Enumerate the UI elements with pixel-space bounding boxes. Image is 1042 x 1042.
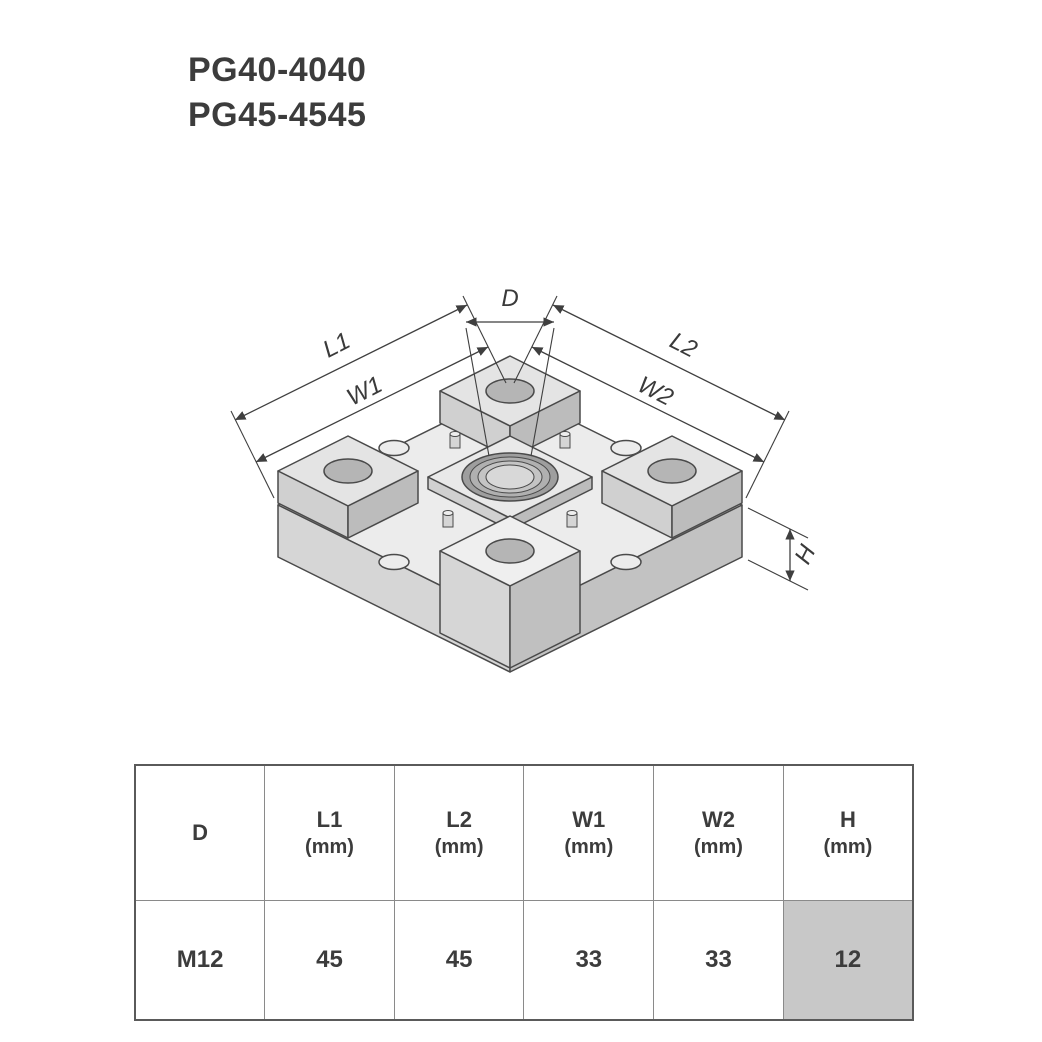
table-header-cell-l2: L2 (mm) bbox=[393, 764, 525, 901]
header-name: L1 bbox=[316, 806, 343, 832]
dim-line-w1 bbox=[255, 346, 489, 463]
header-unit: (mm) bbox=[434, 836, 484, 859]
part-number-title: PG40-4040 PG45-4545 bbox=[188, 48, 366, 138]
table-cell-w1: 33 bbox=[523, 900, 655, 1021]
notch bbox=[378, 553, 410, 571]
table-cell-d: M12 bbox=[134, 900, 266, 1021]
header-name: W1 bbox=[572, 806, 606, 832]
cell-value: 45 bbox=[445, 946, 473, 973]
cell-value: 12 bbox=[834, 946, 862, 973]
header-unit: (mm) bbox=[305, 836, 354, 859]
part-number-line-1: PG40-4040 bbox=[188, 51, 367, 89]
table-cell-l1: 45 bbox=[264, 900, 395, 1021]
cell-value: M12 bbox=[176, 946, 224, 973]
cell-value: 45 bbox=[316, 946, 343, 973]
dim-label-h: H bbox=[789, 540, 821, 568]
header-name: W2 bbox=[701, 806, 735, 832]
dim-line-w2 bbox=[531, 346, 765, 463]
corner-tab-front bbox=[439, 515, 581, 669]
dim-label-l2: L2 bbox=[665, 327, 701, 363]
corner-hole bbox=[485, 378, 535, 404]
corner-hole bbox=[323, 458, 373, 484]
ext-line bbox=[513, 295, 558, 384]
corner-hole bbox=[485, 538, 535, 564]
table-cell-l2: 45 bbox=[393, 900, 525, 1021]
thread-ring bbox=[485, 464, 535, 490]
table-cell-h: 12 bbox=[782, 900, 914, 1021]
corner-hole bbox=[647, 458, 697, 484]
dim-label-w2: W2 bbox=[633, 371, 677, 411]
snap-pin bbox=[442, 510, 454, 528]
table-header-cell-w1: W1 (mm) bbox=[523, 764, 655, 901]
header-name: H bbox=[839, 806, 856, 832]
ext-line bbox=[462, 295, 507, 384]
table-header-cell-d: D bbox=[134, 764, 266, 901]
part-number-line-2: PG45-4545 bbox=[188, 95, 367, 134]
table-header-cell-w2: W2 (mm) bbox=[653, 764, 784, 901]
isometric-drawing: D L1 W1 L2 W2 H bbox=[230, 285, 822, 673]
ext-line bbox=[230, 410, 275, 499]
ext-line bbox=[747, 507, 809, 539]
header-unit: (mm) bbox=[823, 836, 873, 859]
ext-line bbox=[747, 559, 809, 591]
header-unit: (mm) bbox=[694, 836, 743, 859]
dimension-h: H bbox=[747, 507, 822, 591]
table-data-row: M12 45 45 33 33 12 bbox=[134, 900, 914, 1021]
tab-side bbox=[671, 470, 743, 539]
cell-value: 33 bbox=[575, 946, 603, 973]
header-name: D bbox=[192, 820, 209, 846]
table-header-cell-l1: L1 (mm) bbox=[264, 764, 395, 901]
ext-line bbox=[745, 410, 790, 499]
snap-pin bbox=[559, 431, 571, 449]
dim-label-w1: W1 bbox=[342, 371, 386, 411]
notch bbox=[610, 553, 642, 571]
dim-label-d: D bbox=[501, 285, 518, 312]
cell-value: 33 bbox=[705, 946, 732, 973]
table-header-row: D L1 (mm) L2 (mm) W1 (mm) W2 (mm) bbox=[134, 764, 914, 901]
spec-table: D L1 (mm) L2 (mm) W1 (mm) W2 (mm) bbox=[134, 764, 914, 1021]
tab-side bbox=[509, 550, 581, 669]
header-name: L2 bbox=[446, 806, 472, 832]
snap-pin bbox=[449, 431, 461, 449]
table-header-cell-h: H (mm) bbox=[782, 764, 914, 901]
tab-side bbox=[347, 470, 419, 539]
table-cell-w2: 33 bbox=[653, 900, 784, 1021]
dim-label-l1: L1 bbox=[319, 327, 355, 363]
header-unit: (mm) bbox=[564, 836, 614, 859]
snap-pin bbox=[566, 510, 578, 528]
